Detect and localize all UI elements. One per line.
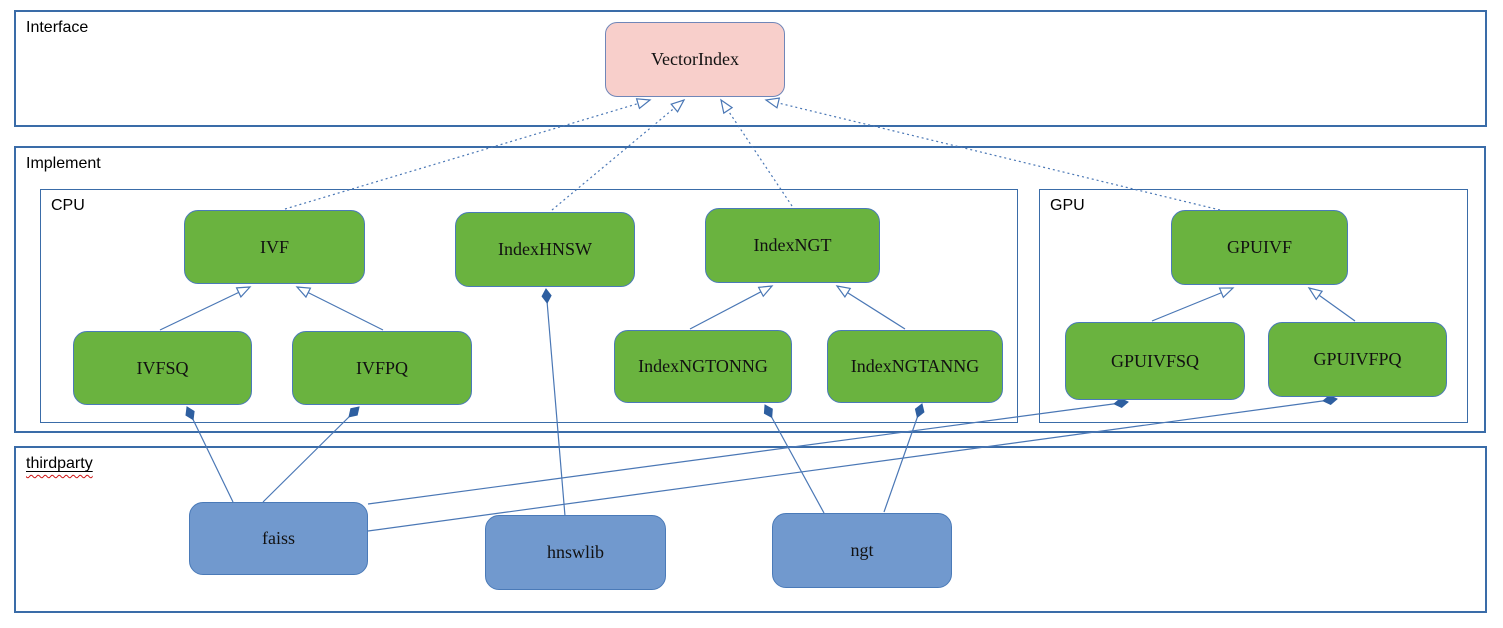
node-indexngtonng-label: IndexNGTONNG	[638, 356, 768, 376]
node-gpuivf-label: GPUIVF	[1226, 237, 1292, 257]
node-hnswlib-label: hnswlib	[546, 542, 604, 562]
thirdparty-underline: thirdparty	[26, 455, 93, 472]
node-gpuivfsq[interactable]: GPUIVFSQ	[1065, 322, 1245, 400]
node-ivfpq[interactable]: IVFPQ	[292, 331, 472, 405]
node-indexhnsw[interactable]: IndexHNSW	[455, 212, 635, 287]
node-faiss-label: faiss	[262, 528, 295, 548]
thirdparty-spellcheck-squiggle: thirdparty	[26, 455, 93, 472]
container-thirdparty-label: thirdparty	[26, 455, 93, 473]
node-gpuivfpq[interactable]: GPUIVFPQ	[1268, 322, 1447, 397]
node-ngt-label: ngt	[850, 540, 874, 560]
node-vectorindex[interactable]: VectorIndex	[605, 22, 785, 97]
node-gpuivf[interactable]: GPUIVF	[1171, 210, 1348, 285]
node-gpuivfpq-label: GPUIVFPQ	[1313, 349, 1402, 369]
node-ivfsq[interactable]: IVFSQ	[73, 331, 252, 405]
container-interface-label: Interface	[26, 19, 89, 36]
node-ivf-label: IVF	[259, 236, 289, 257]
node-faiss[interactable]: faiss	[189, 502, 368, 575]
node-indexngt-label: IndexNGT	[753, 235, 832, 255]
node-indexngtonng[interactable]: IndexNGTONNG	[614, 330, 792, 403]
container-gpu-label: GPU	[1050, 197, 1085, 214]
node-ivfsq-label: IVFSQ	[136, 357, 189, 378]
node-gpuivfsq-label: GPUIVFSQ	[1110, 350, 1200, 371]
node-vectorindex-label: VectorIndex	[651, 49, 739, 69]
node-ivfpq-label: IVFPQ	[355, 357, 408, 378]
node-indexhnsw-label: IndexHNSW	[498, 239, 592, 259]
node-ngt[interactable]: ngt	[772, 513, 952, 588]
container-cpu-label: CPU	[51, 197, 85, 214]
node-hnswlib[interactable]: hnswlib	[485, 515, 666, 590]
container-implement-label: Implement	[26, 155, 101, 172]
node-indexngtanng-label: IndexNGTANNG	[850, 356, 980, 376]
node-indexngt[interactable]: IndexNGT	[705, 208, 880, 283]
node-ivf[interactable]: IVF	[184, 210, 365, 284]
node-indexngtanng[interactable]: IndexNGTANNG	[827, 330, 1003, 403]
